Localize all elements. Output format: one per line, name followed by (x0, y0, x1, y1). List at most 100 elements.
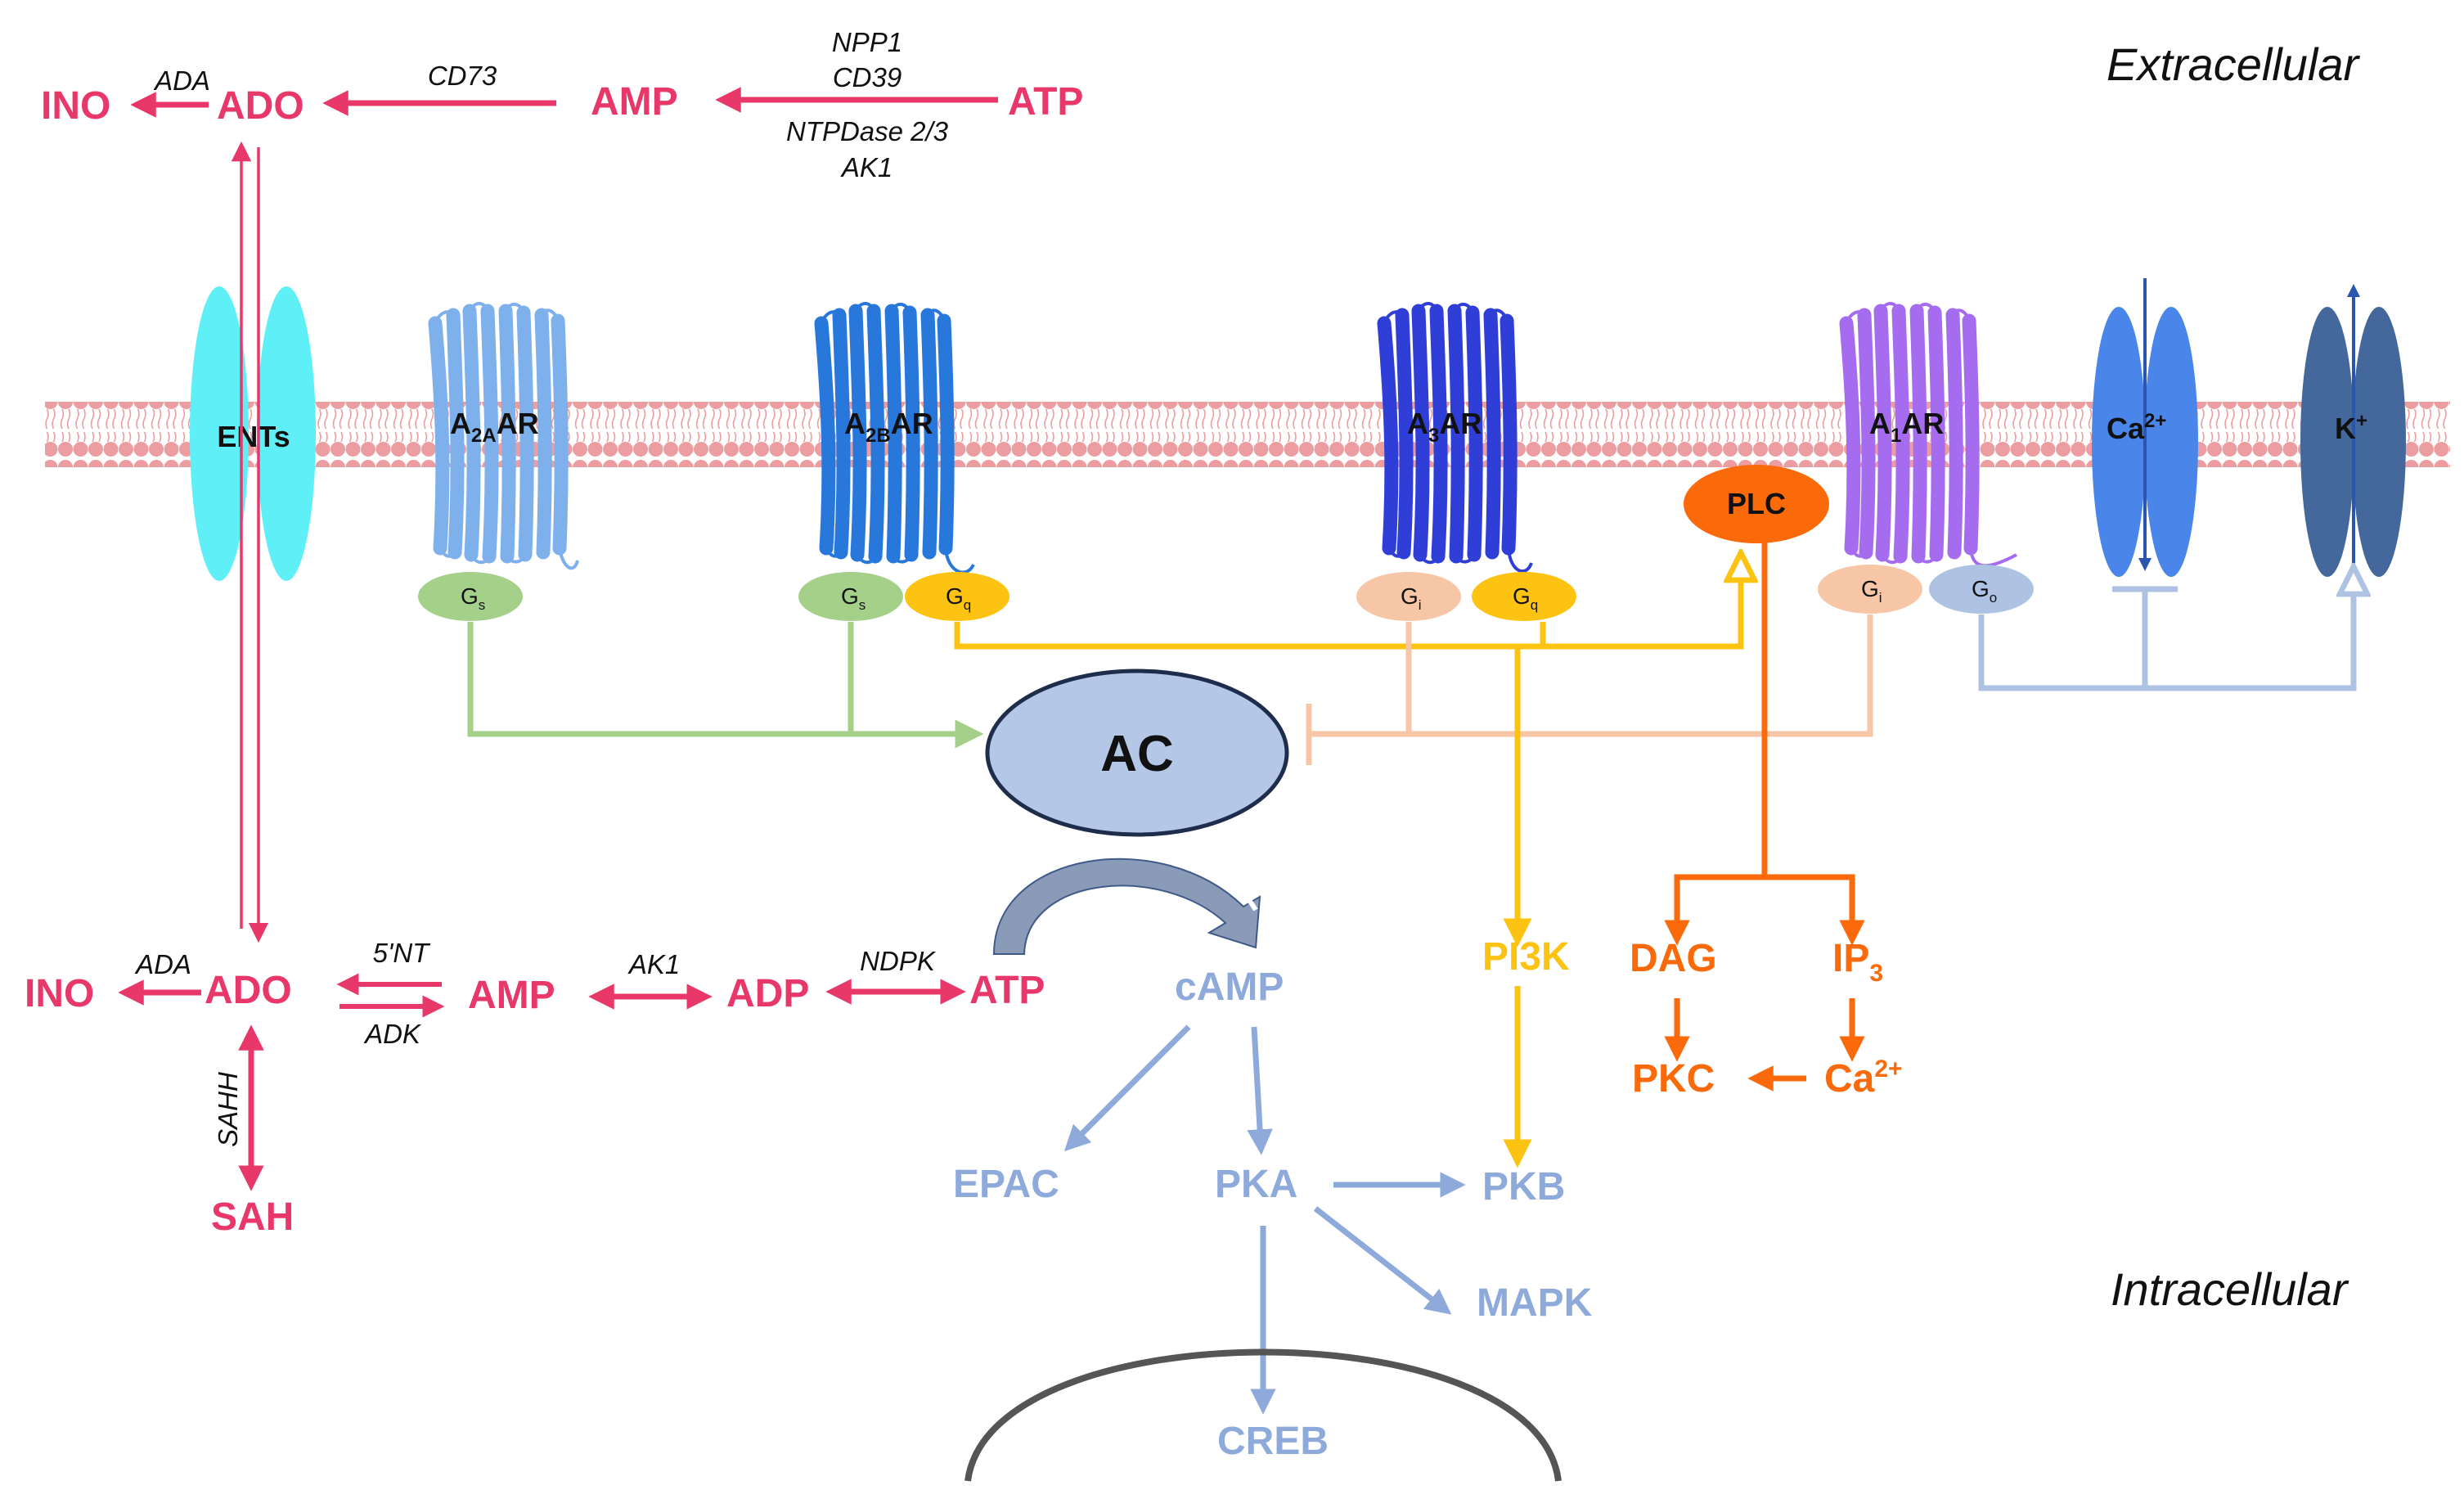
g-protein-gq-a2b: Gq (905, 572, 1009, 621)
int-adp: ADP (726, 972, 809, 1015)
svg-text:Gi: Gi (1861, 576, 1882, 605)
ip3-label: IP (1832, 937, 1869, 980)
a2b-label-sub: 2B (866, 425, 891, 447)
g-protein-gi-a1: Gi (1818, 565, 1922, 614)
ca-channel-label: Ca (2107, 412, 2145, 445)
ext-atp: ATP (1008, 80, 1083, 124)
pkc-label: PKC (1632, 1057, 1715, 1101)
plc-enzyme: PLC (1684, 465, 1829, 543)
camp-label: cAMP (1175, 966, 1284, 1009)
gs2-connector (848, 622, 984, 749)
nt5-label: 5'NT (373, 938, 431, 968)
gq-a3-to-pi3k-arrow (1503, 622, 1546, 948)
a3-receptor: A3AR (1384, 304, 1533, 573)
ca-channel-sup: 2+ (2144, 410, 2166, 432)
k-channel-sup: + (2356, 410, 2367, 432)
pkb-label: PKB (1482, 1165, 1565, 1209)
g-protein-gq-a3: Gq (1472, 572, 1576, 621)
svg-text:Gi: Gi (1401, 583, 1422, 613)
int-ado: ADO (205, 969, 292, 1012)
pka-label: PKA (1215, 1163, 1297, 1206)
svg-text:Gq: Gq (946, 583, 971, 613)
cd73-label: CD73 (428, 61, 497, 91)
a3-label-a: A (1407, 407, 1428, 440)
intracellular-label: Intracellular (2111, 1263, 2349, 1315)
int-atp: ATP (969, 969, 1045, 1012)
g-protein-go-a1: Go (1929, 565, 2034, 614)
svg-text:A2BAR: A2BAR (844, 407, 933, 447)
a3-label-sub: 3 (1428, 425, 1439, 447)
a3-label-ar: AR (1439, 407, 1482, 440)
svg-text:IP3: IP3 (1832, 937, 1883, 987)
a2a-label-ar: AR (497, 407, 539, 440)
gs-to-ac-arrow (467, 622, 851, 737)
dag-label: DAG (1630, 937, 1717, 980)
svg-text:A3AR: A3AR (1407, 407, 1482, 447)
a2b-label-ar: AR (891, 407, 933, 440)
int-ada-label: ADA (134, 949, 191, 979)
npp1-label: NPP1 (832, 27, 902, 57)
a1-label-sub: 1 (1891, 425, 1901, 447)
ext-ino: INO (41, 84, 110, 128)
svg-text:Gs: Gs (461, 583, 485, 613)
nucleus-envelope (964, 1348, 1562, 1482)
pi3k-label: PI3K (1482, 935, 1570, 979)
a2a-label-sub: 2A (471, 425, 497, 447)
gq-to-plc-arrow (954, 563, 1741, 650)
int-sah: SAH (211, 1195, 294, 1239)
mapk-label: MAPK (1477, 1281, 1593, 1325)
svg-text:Gq: Gq (1513, 583, 1538, 613)
a1-label-a: A (1869, 407, 1891, 440)
k-channel-label: K (2335, 412, 2356, 445)
adenylyl-cyclase: AC (985, 668, 1289, 837)
ak1-int-label: AK1 (627, 949, 680, 979)
int-ino: INO (25, 972, 94, 1015)
a1-label-ar: AR (1901, 407, 1944, 440)
calcium-channel: Ca2+ (2092, 278, 2198, 577)
svg-text:PLC: PLC (1727, 487, 1786, 520)
pka-to-mapk-arrow (1313, 1206, 1452, 1315)
int-amp: AMP (468, 974, 555, 1017)
svg-text:Ca2+: Ca2+ (1824, 1056, 1903, 1101)
cell-membrane (45, 402, 2450, 467)
camp-to-epac-arrow (1063, 1024, 1191, 1152)
ntpdase-label: NTPDase 2/3 (786, 116, 949, 146)
atp-to-camp-curved-arrow (992, 858, 1261, 955)
svg-text:Ca2+: Ca2+ (2107, 410, 2166, 445)
ext-ada-label: ADA (153, 65, 210, 96)
plc-to-ip3-arrow (1765, 874, 1865, 946)
a2b-label-a: A (844, 407, 866, 440)
svg-text:Gs: Gs (841, 583, 866, 613)
a2a-receptor: A2AAR (435, 304, 579, 570)
go-branch (1978, 577, 2354, 691)
ext-ado: ADO (217, 84, 304, 128)
svg-text:AC: AC (1100, 726, 1174, 782)
ndpk-label: NDPK (860, 946, 937, 976)
int-ca-sup: 2+ (1874, 1056, 1902, 1083)
ents-label: ENTs (217, 420, 290, 453)
svg-text:A2AAR: A2AAR (450, 407, 539, 447)
plc-to-dag-arrow (1664, 874, 1765, 946)
svg-text:K+: K+ (2335, 410, 2367, 445)
int-ca-label: Ca (1824, 1057, 1875, 1101)
cd39-label: CD39 (833, 62, 902, 92)
g-protein-gs-a2a: Gs (418, 572, 523, 621)
g-protein-gi-a3: Gi (1356, 572, 1461, 621)
a2a-label-a: A (450, 407, 471, 440)
camp-to-pka-arrow (1247, 1026, 1273, 1155)
sahh-label: SAHH (213, 1072, 243, 1147)
ip3-sub: 3 (1869, 960, 1883, 987)
a2b-receptor: A2BAR (821, 304, 975, 574)
svg-text:A1AR: A1AR (1869, 407, 1944, 447)
gi-to-ac-inhibition (1309, 614, 1873, 737)
epac-label: EPAC (953, 1163, 1059, 1206)
svg-text:Go: Go (1972, 576, 1997, 605)
ext-amp: AMP (591, 80, 678, 124)
ak1-ext-label: AK1 (840, 152, 893, 182)
potassium-channel: K+ (2300, 284, 2406, 583)
g-protein-gs-a2b: Gs (798, 572, 903, 621)
creb-label: CREB (1217, 1420, 1329, 1463)
adk-label: ADK (363, 1019, 422, 1049)
extracellular-label: Extracellular (2107, 38, 2360, 90)
